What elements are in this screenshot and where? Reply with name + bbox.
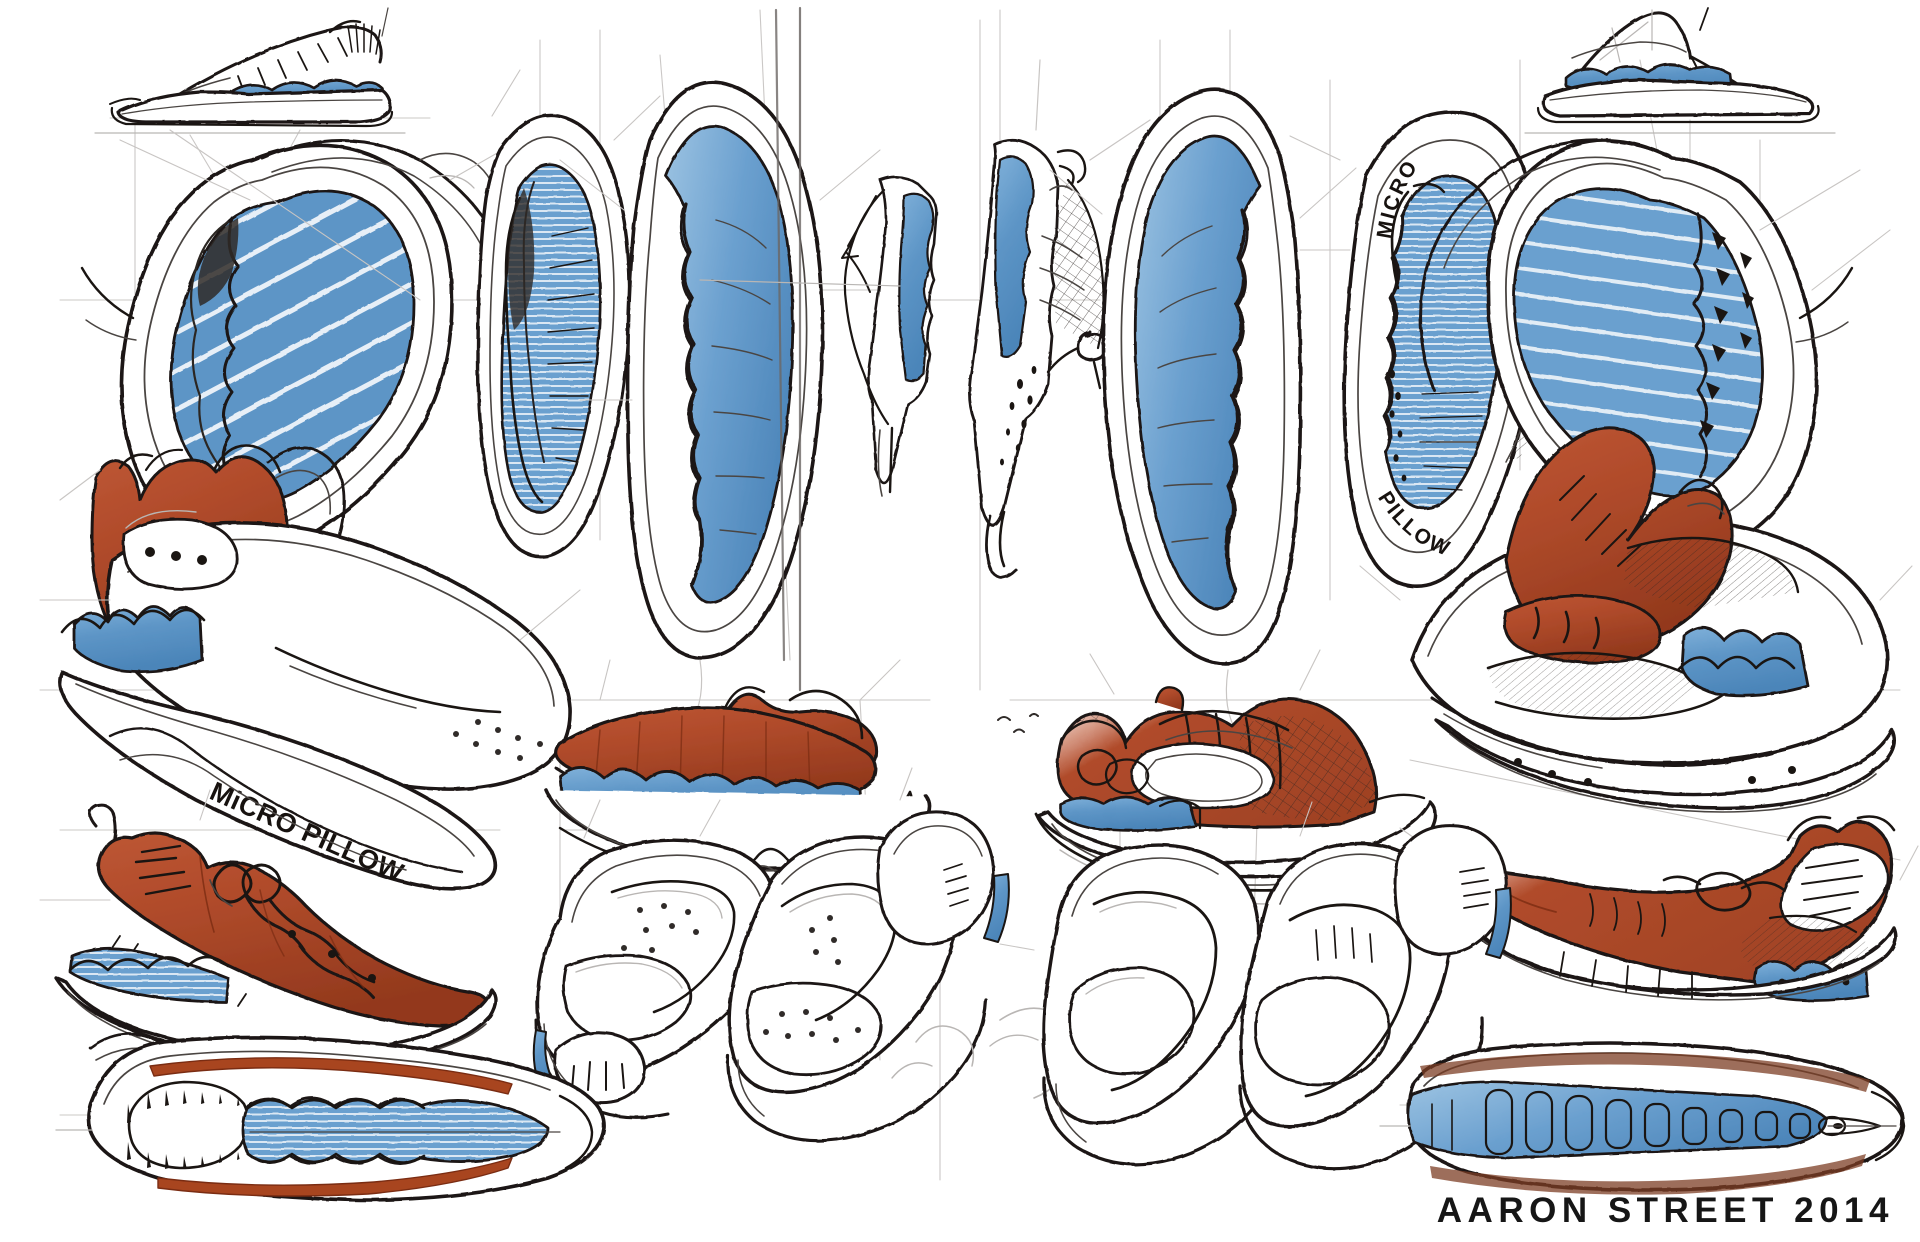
- figure-boot-lower-right: [1399, 815, 1919, 1002]
- figure-hitop-right: [1359, 426, 1913, 813]
- figure-profile-top-left: [78, 7, 422, 134]
- figure-upper-pair-sketch: [532, 767, 1075, 1143]
- figure-sole-top-bottom-right: [1379, 1041, 1906, 1195]
- figure-sole-top-bottom-left: [55, 1035, 606, 1202]
- figure-outsole-top-left: [80, 129, 521, 555]
- figure-outsole-top-right: [1419, 138, 1891, 553]
- figure-profile-top-right: [1508, 7, 1852, 134]
- figure-outsole-narrow-a: [476, 69, 661, 559]
- figure-outsole-narrow-b: [559, 80, 881, 725]
- figure-outsole-center-right: [1049, 87, 1357, 735]
- artist-signature: AARON STREET 2014: [1436, 1191, 1894, 1230]
- figure-upper-pair-sketch-2: [999, 801, 1512, 1171]
- figure-heel-section-a: [699, 6, 938, 692]
